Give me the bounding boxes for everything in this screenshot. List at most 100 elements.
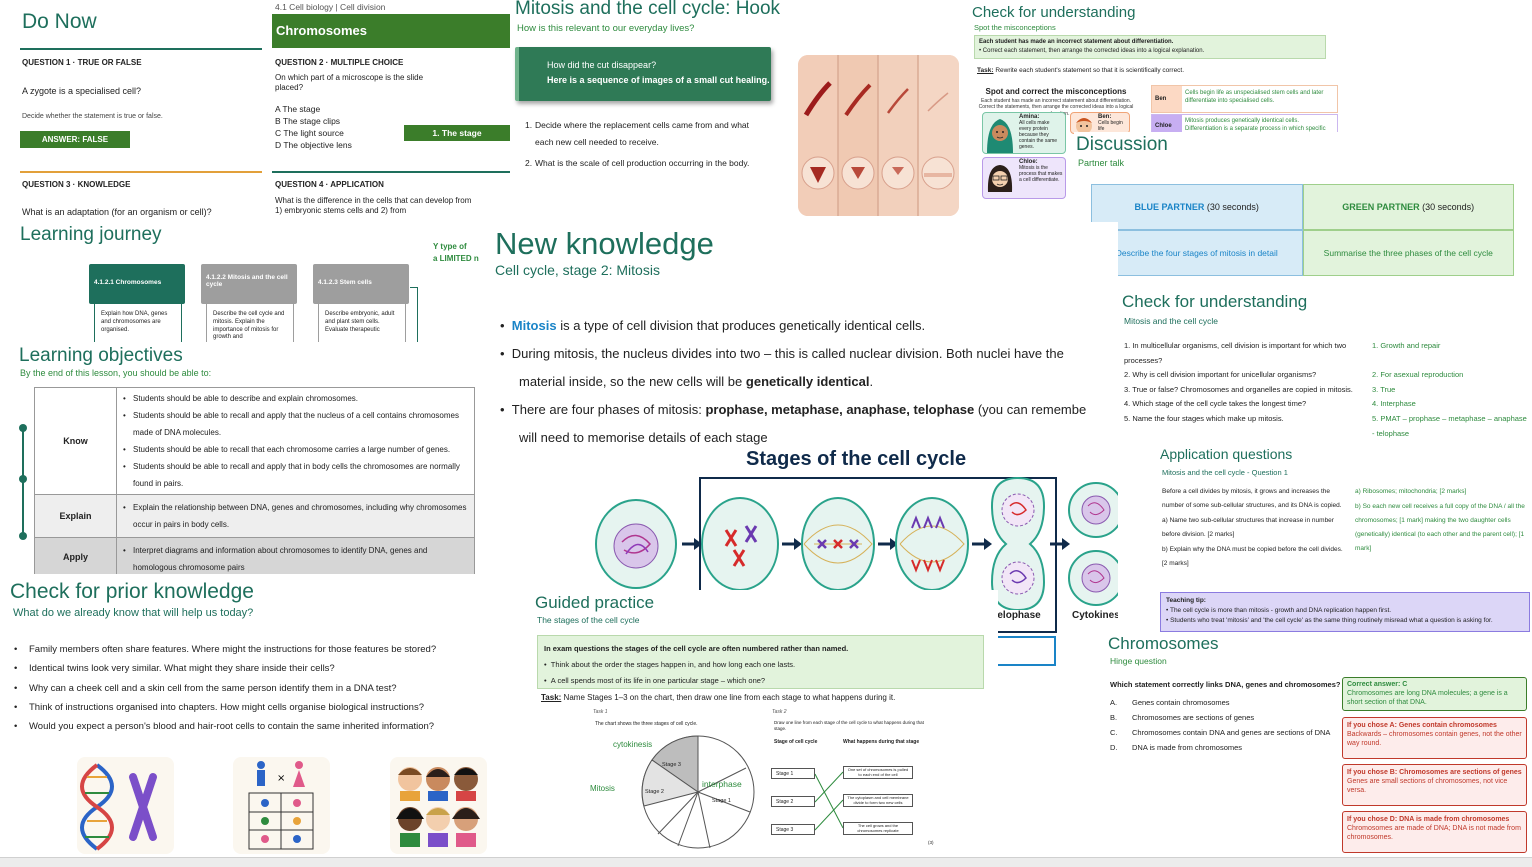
cfu2-title: Check for understanding [1122, 292, 1308, 311]
cfu2-q3: 3. True or false? Chromosomes and organe… [1124, 384, 1353, 394]
app-qa: a) Name two sub-cellular structures that… [1162, 517, 1334, 538]
pie-label-stage-2: Stage 2 [645, 789, 664, 795]
journey-step-1[interactable]: 4.1.2.1 Chromosomes [89, 264, 185, 304]
guided-task-text: Name Stages 1–3 on the chart, then draw … [563, 693, 896, 702]
wound-healing-image [798, 55, 959, 216]
journey-title: Learning journey [20, 224, 162, 245]
cfu1-answer-chloe: Chloe Mitosis produces genetically ident… [1151, 114, 1338, 134]
app-stem: Before a cell divides by mitosis, it gro… [1162, 488, 1342, 509]
cell-cycle-pie-chart [641, 735, 755, 849]
student-card-chloe: Chloe: Mitosis is the process that makes… [982, 157, 1066, 199]
task1-label: Task 1 [593, 709, 608, 715]
cfu2-answers: 1. Growth and repair 2. For asexual repr… [1372, 339, 1530, 441]
q2-option-c[interactable]: C The light source [275, 128, 344, 138]
hinge-wrong-d-title: If you chose D: DNA is made from chromos… [1347, 816, 1510, 823]
journey-step-1-desc: Explain how DNA, genes and chromosomes a… [101, 311, 168, 333]
prior-knowledge-slide: Check for prior knowledge What do we alr… [0, 576, 510, 860]
prior-item-5: Would you expect a person's blood and ha… [14, 717, 504, 737]
inheritance-punnett-image: × [233, 757, 330, 854]
hinge-option-c[interactable]: C.Chromosomes contain DNA and genes are … [1110, 728, 1331, 737]
objectives-row-know: Know Students should be able to describe… [34, 387, 475, 495]
timeline-dot-2 [19, 475, 27, 483]
hook-title: Mitosis and the cell cycle: Hook [515, 0, 781, 19]
do-now-title: Do Now [22, 10, 97, 33]
student-card-ben: Ben: Cells begin life [1070, 112, 1130, 134]
cfu2-q2: 2. Why is cell division important for un… [1124, 370, 1317, 380]
q4-label: QUESTION 4 · APPLICATION [275, 180, 384, 189]
guided-info-box: In exam questions the stages of the cell… [537, 635, 984, 689]
prior-item-1: Family members often share features. Whe… [14, 640, 504, 660]
hook-item-1: 1.Decide where the replacement cells cam… [525, 117, 765, 151]
cfu1-box-item-text: Correct each statement, then arrange the… [982, 48, 1205, 54]
q1-text: A zygote is a specialised cell? [22, 86, 142, 96]
guided-box-item-1: • Think about the order the stages happe… [544, 660, 796, 669]
hinge-option-d[interactable]: D.DNA is made from chromosomes [1110, 743, 1243, 752]
cfu1-answer-chloe-name: Chloe [1152, 115, 1182, 133]
cfu1-answer-ben-text: Cells begin life as unspecialised stem c… [1185, 90, 1324, 104]
hinge-question-slide: Chromosomes Hinge question Which stateme… [1104, 632, 1532, 860]
q2-label: QUESTION 2 · MULTIPLE CHOICE [275, 58, 404, 67]
q2-option-a[interactable]: A The stage [275, 104, 321, 114]
nk-bullet-2-text: During mitosis, the nucleus divides into… [511, 346, 1064, 361]
pie-label-mitosis: Mitosis [590, 784, 615, 793]
task2-stage-2-box[interactable]: Stage 2 [771, 796, 815, 807]
hinge-wrong-b-text: Genes are small sections of chromosomes,… [1347, 778, 1508, 795]
student-card-amina: Amina: All cells make every protein beca… [982, 112, 1066, 154]
cfu1-task: Task: Rewrite each student's statement s… [977, 67, 1184, 74]
cfu1-box-title: Each student has made an incorrect state… [979, 39, 1174, 45]
task2-event-1-box[interactable]: One set of chromosomes is pulled to each… [843, 766, 913, 779]
stages-diagram-frame-remnant [998, 636, 1056, 666]
journey-step-3-desc: Describe embryonic, adult and plant stem… [325, 311, 395, 333]
nk-bullet-2-mid: material inside, so the new cells will b… [519, 374, 743, 389]
task2-event-2-box[interactable]: The cytoplasm and cell membrane divide t… [843, 794, 913, 807]
objective-know-3: Students should be able to recall that e… [123, 441, 470, 458]
cfu2-q1: 1. In multicellular organisms, cell divi… [1124, 341, 1347, 365]
chloe-name: Chloe: [1019, 159, 1038, 165]
objective-apply-1: Interpret diagrams and information about… [123, 542, 470, 574]
cfu2-a3: 3. True [1372, 384, 1396, 394]
ben-text: Cells begin life [1098, 120, 1123, 132]
new-knowledge-slide: New knowledge Cell cycle, stage 2: Mitos… [492, 222, 1118, 642]
guided-title: Guided practice [535, 593, 655, 612]
metaphase-cell-icon [801, 497, 875, 591]
task2-stage-3-box[interactable]: Stage 3 [771, 824, 815, 835]
label-telophase: Telophase [992, 610, 1041, 621]
q3-label: QUESTION 3 · KNOWLEDGE [22, 180, 131, 189]
nk-mitosis-term: Mitosis [511, 318, 557, 333]
learning-journey-slide: Learning journey Y type of a LIMITED n 4… [0, 222, 490, 342]
q2-option-d[interactable]: D The objective lens [275, 140, 352, 150]
label-cytokinesis: Cytokinesis [1072, 610, 1118, 621]
tip-item-2-text: Students who treat 'mitosis' and 'the ce… [1170, 617, 1493, 624]
discussion-title: Discussion [1076, 134, 1168, 155]
q2-text: On which part of a microscope is the sli… [275, 73, 424, 93]
guided-box-item-2-text: A cell spends most of its life in one pa… [550, 676, 766, 685]
nk-bullet-2-cont: material inside, so the new cells will b… [519, 374, 874, 389]
objectives-know-list: Students should be able to describe and … [123, 390, 470, 492]
prior-subtitle: What do we already know that will help u… [13, 607, 254, 619]
journey-step-2[interactable]: 4.1.2.2 Mitosis and the cell cycle [201, 264, 297, 304]
journey-step-3[interactable]: 4.1.2.3 Stem cells [313, 264, 409, 304]
pie-label-stage-1: Stage 1 [712, 798, 731, 804]
objective-explain-1: Explain the relationship between DNA, ge… [123, 499, 470, 533]
task2-event-3-box[interactable]: The cell grows and the chromosomes repli… [843, 822, 913, 835]
app-subtitle: Mitosis and the cell cycle - Question 1 [1162, 468, 1288, 477]
q4-text: What is the difference in the cells that… [275, 196, 472, 215]
objectives-table: Know Students should be able to describe… [34, 387, 475, 574]
q2-option-b[interactable]: B The stage clips [275, 116, 341, 126]
guided-box-item-1-text: Think about the order the stages happen … [550, 660, 796, 669]
objectives-row-explain: Explain Explain the relationship between… [34, 494, 475, 538]
cfu2-a4: 4. Interphase [1372, 399, 1416, 409]
prophase-cell-icon [701, 497, 779, 591]
cfu1-answer-ben: Ben Cells begin life as unspecialised st… [1151, 85, 1338, 113]
amina-text: All cells make every protein because the… [1019, 120, 1058, 150]
hinge-option-a[interactable]: A.Genes contain chromosomes [1110, 698, 1230, 707]
task2-stage-1-box[interactable]: Stage 1 [771, 768, 815, 779]
nk-bullet-2-bold: genetically identical [745, 374, 870, 389]
bottom-scrollbar[interactable] [0, 857, 1532, 867]
nk-subtitle: Cell cycle, stage 2: Mitosis [495, 262, 660, 278]
wound-healing-sequence-icon [798, 55, 959, 216]
hinge-option-b[interactable]: B.Chromosomes are sections of genes [1110, 713, 1255, 722]
discussion-subtitle: Partner talk [1078, 158, 1125, 168]
prior-list: Family members often share features. Whe… [14, 640, 504, 737]
teaching-tip-box: Teaching tip: • The cell cycle is more t… [1160, 592, 1530, 632]
